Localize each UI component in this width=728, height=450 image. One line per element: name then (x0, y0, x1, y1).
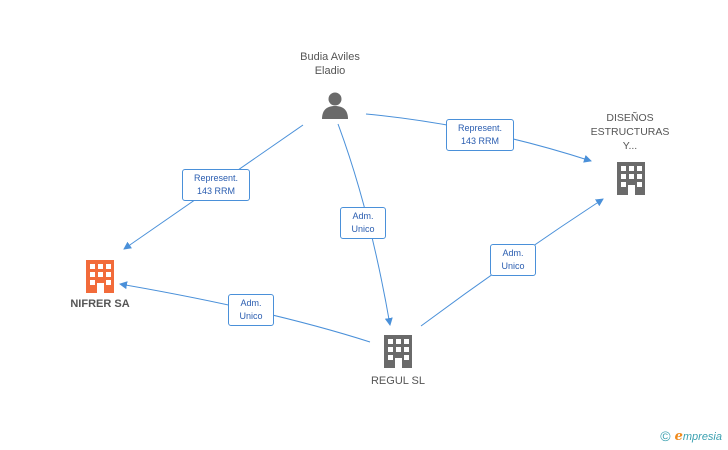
regul-building-icon[interactable] (381, 333, 415, 369)
edge-label-line2: Unico (501, 261, 525, 271)
person-name[interactable]: Budia Aviles Eladio (280, 50, 380, 78)
edge-label-regul-nifrer[interactable]: Adm. Unico (228, 294, 274, 326)
brand-initial: e (674, 428, 683, 444)
edge-label-line1: Represent. (457, 123, 503, 133)
edge-label-person-disenos[interactable]: Represent. 143 RRM (446, 119, 514, 151)
person-name-line2: Eladio (314, 65, 346, 77)
disenos-name-line2: ESTRUCTURAS (590, 126, 670, 138)
disenos-name-line3: Y... (622, 140, 638, 152)
edge-label-line2: 143 RRM (460, 136, 499, 146)
edge-label-person-regul[interactable]: Adm. Unico (340, 207, 386, 239)
disenos-name[interactable]: DISEÑOS ESTRUCTURAS Y... (575, 111, 685, 153)
brand-name: mpresia (682, 430, 722, 443)
nifrer-name[interactable]: NIFRER SA (70, 298, 130, 310)
copyright-symbol: © (660, 428, 671, 444)
person-name-line1: Budia Aviles (300, 51, 360, 63)
edge-label-person-nifrer[interactable]: Represent. 143 RRM (182, 169, 250, 201)
edge-label-line1: Adm. (502, 248, 524, 258)
edge-label-line2: 143 RRM (196, 186, 235, 196)
edge-label-line2: Unico (351, 224, 375, 234)
edge-label-regul-disenos[interactable]: Adm. Unico (490, 244, 536, 276)
edge-label-line2: Unico (239, 311, 263, 321)
edge-label-line1: Adm. (240, 298, 262, 308)
nifrer-building-icon[interactable] (83, 258, 117, 294)
person-icon[interactable] (320, 90, 350, 120)
disenos-building-icon[interactable] (614, 160, 648, 196)
disenos-name-line1: DISEÑOS (606, 112, 654, 124)
empresia-logo[interactable]: © empresia (660, 428, 722, 444)
edge-label-line1: Represent. (193, 173, 239, 183)
regul-name[interactable]: REGUL SL (370, 375, 425, 387)
edge-label-line1: Adm. (352, 211, 374, 221)
